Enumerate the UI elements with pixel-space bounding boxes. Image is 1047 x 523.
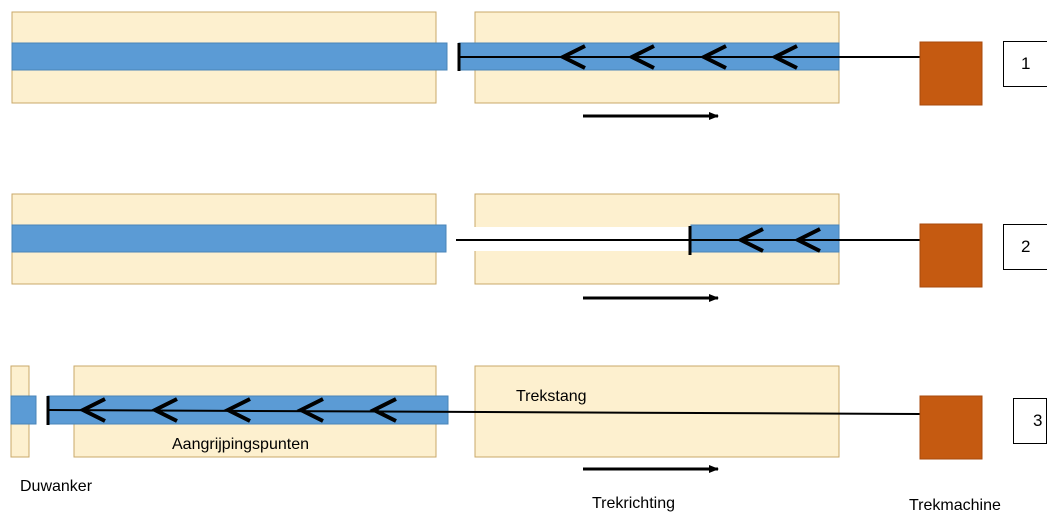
stage-3: [10, 365, 983, 473]
grip-point-chevron: [793, 227, 821, 253]
grip-point-chevron: [150, 397, 178, 423]
old-pipe: [11, 42, 448, 71]
old-pipe: [11, 224, 447, 253]
grip-point-chevron: [770, 44, 798, 70]
grip-point-chevron: [78, 397, 106, 423]
label-trekstang: Trekstang: [516, 388, 587, 405]
grip-point-chevron: [296, 397, 324, 423]
pull-rod: [47, 409, 921, 415]
step-number: 1: [1021, 54, 1031, 73]
step-number: 2: [1021, 237, 1031, 256]
pulling-machine: [919, 395, 983, 460]
grip-point-chevron: [699, 44, 727, 70]
grip-point-chevron: [369, 397, 397, 423]
grip-point-chevron: [627, 44, 655, 70]
stage-1: [11, 11, 983, 120]
pulling-machine: [919, 223, 983, 288]
grip-point-chevron: [223, 397, 251, 423]
label-trekrichting: Trekrichting: [592, 495, 675, 512]
step-number-box: 2: [1003, 224, 1047, 270]
label-trekmachine: Trekmachine: [909, 497, 1001, 514]
grip-point-chevron: [558, 44, 586, 70]
step-number-box: 1: [1003, 41, 1047, 87]
pulling-machine: [919, 41, 983, 106]
grip-point-chevron: [736, 227, 764, 253]
label-duwanker: Duwanker: [20, 478, 93, 495]
step-number-box: 3: [1013, 398, 1047, 444]
step-number: 3: [1033, 411, 1043, 430]
label-aangrijpingspunten: Aangrijpingspunten: [172, 436, 309, 453]
stage-2: [11, 193, 983, 302]
push-anchor-pipe: [10, 395, 37, 425]
